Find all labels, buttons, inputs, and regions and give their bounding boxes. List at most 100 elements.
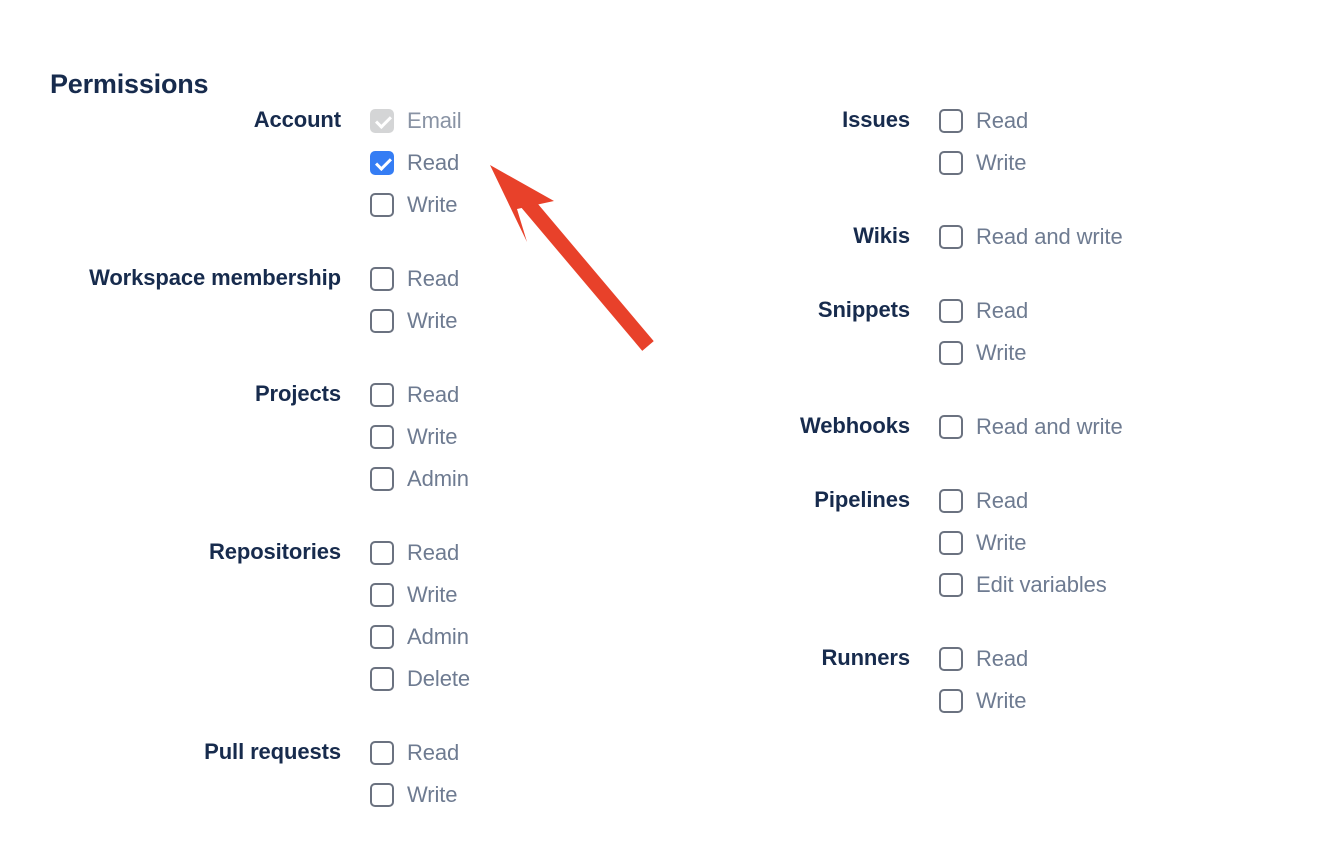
- permission-group-label: Account: [253, 107, 341, 132]
- permission-option-row[interactable]: Write: [370, 774, 459, 816]
- checkbox-write[interactable]: [370, 309, 394, 333]
- permission-option-row[interactable]: Write: [939, 522, 1107, 564]
- checkbox-read[interactable]: [370, 383, 394, 407]
- checkbox-admin[interactable]: [370, 467, 394, 491]
- permission-option-row[interactable]: Read: [939, 638, 1028, 680]
- checkbox-edit-variables[interactable]: [939, 573, 963, 597]
- checkbox-label: Write: [976, 340, 1027, 365]
- permission-option-row[interactable]: Admin: [370, 458, 469, 500]
- checkbox-label: Write: [407, 192, 458, 217]
- permission-option-row[interactable]: Read: [939, 480, 1107, 522]
- checkbox-label: Read and write: [976, 414, 1123, 439]
- permission-option-row[interactable]: Read: [370, 374, 469, 416]
- checkbox-label: Write: [407, 782, 458, 807]
- checkbox-label: Write: [407, 424, 458, 449]
- permission-group-label: Workspace membership: [89, 265, 341, 290]
- checkbox-write[interactable]: [939, 689, 963, 713]
- checkbox-label: Read: [407, 740, 460, 765]
- permission-option-row[interactable]: Read: [370, 142, 462, 184]
- check-icon: [375, 154, 392, 171]
- checkbox-read[interactable]: [370, 541, 394, 565]
- permission-option-row[interactable]: Write: [370, 574, 470, 616]
- checkbox-read[interactable]: [939, 489, 963, 513]
- checkbox-read-and-write[interactable]: [939, 225, 963, 249]
- permission-option-row[interactable]: Write: [939, 680, 1028, 722]
- checkbox-label: Read: [976, 298, 1029, 323]
- checkbox-write[interactable]: [939, 151, 963, 175]
- checkbox-label: Read: [407, 150, 460, 175]
- checkbox-label: Read: [407, 266, 460, 291]
- checkbox-read[interactable]: [939, 299, 963, 323]
- permission-option-row[interactable]: Edit variables: [939, 564, 1107, 606]
- permission-option-row[interactable]: Write: [370, 300, 459, 342]
- permission-group: Wikis Read and write: [570, 216, 1123, 258]
- checkbox-label: Read: [407, 540, 460, 565]
- permission-option-row[interactable]: Email: [370, 100, 462, 142]
- checkbox-write[interactable]: [370, 193, 394, 217]
- check-icon: [375, 112, 392, 129]
- checkbox-label: Email: [407, 108, 462, 133]
- checkbox-label: Write: [976, 530, 1027, 555]
- checkbox-delete[interactable]: [370, 667, 394, 691]
- checkbox-label: Edit variables: [976, 572, 1107, 597]
- checkbox-read-and-write[interactable]: [939, 415, 963, 439]
- permission-option-row[interactable]: Admin: [370, 616, 470, 658]
- checkbox-write[interactable]: [370, 583, 394, 607]
- checkbox-label: Read: [407, 382, 460, 407]
- checkbox-label: Read: [976, 108, 1029, 133]
- permission-option-row[interactable]: Read and write: [939, 406, 1123, 448]
- checkbox-write[interactable]: [370, 783, 394, 807]
- checkbox-email: [370, 109, 394, 133]
- permission-option-row[interactable]: Delete: [370, 658, 470, 700]
- permission-option-row[interactable]: Read: [939, 100, 1028, 142]
- checkbox-write[interactable]: [370, 425, 394, 449]
- permission-option-row[interactable]: Write: [939, 142, 1028, 184]
- checkbox-label: Write: [976, 150, 1027, 175]
- checkbox-read[interactable]: [370, 267, 394, 291]
- permission-option-row[interactable]: Read: [370, 732, 459, 774]
- checkbox-read[interactable]: [370, 741, 394, 765]
- checkbox-read[interactable]: [370, 151, 394, 175]
- checkbox-read[interactable]: [939, 109, 963, 133]
- permission-group-label: Runners: [821, 645, 910, 670]
- permission-option-row[interactable]: Read and write: [939, 216, 1123, 258]
- permission-group-label: Projects: [254, 381, 341, 406]
- page-title: Permissions: [50, 69, 209, 100]
- permission-option-row[interactable]: Read: [370, 258, 459, 300]
- permission-group-label: Repositories: [208, 539, 341, 564]
- checkbox-write[interactable]: [939, 341, 963, 365]
- checkbox-label: Read and write: [976, 224, 1123, 249]
- permission-option-row[interactable]: Read: [939, 290, 1028, 332]
- permission-option-row[interactable]: Write: [370, 184, 462, 226]
- checkbox-write[interactable]: [939, 531, 963, 555]
- permission-group-label: Pipelines: [814, 487, 910, 512]
- checkbox-label: Admin: [407, 466, 469, 491]
- permission-option-row[interactable]: Write: [370, 416, 469, 458]
- checkbox-label: Delete: [407, 666, 470, 691]
- permission-option-row[interactable]: Read: [370, 532, 470, 574]
- checkbox-label: Write: [976, 688, 1027, 713]
- checkbox-read[interactable]: [939, 647, 963, 671]
- checkbox-label: Write: [407, 582, 458, 607]
- checkbox-admin[interactable]: [370, 625, 394, 649]
- permission-group-label: Pull requests: [204, 739, 341, 764]
- permission-option-list: Read and write: [910, 406, 1123, 448]
- permission-group-label: Wikis: [853, 223, 910, 248]
- permission-option-list: Read and write: [910, 216, 1123, 258]
- checkbox-label: Write: [407, 308, 458, 333]
- permission-option-row[interactable]: Write: [939, 332, 1028, 374]
- checkbox-label: Read: [976, 646, 1029, 671]
